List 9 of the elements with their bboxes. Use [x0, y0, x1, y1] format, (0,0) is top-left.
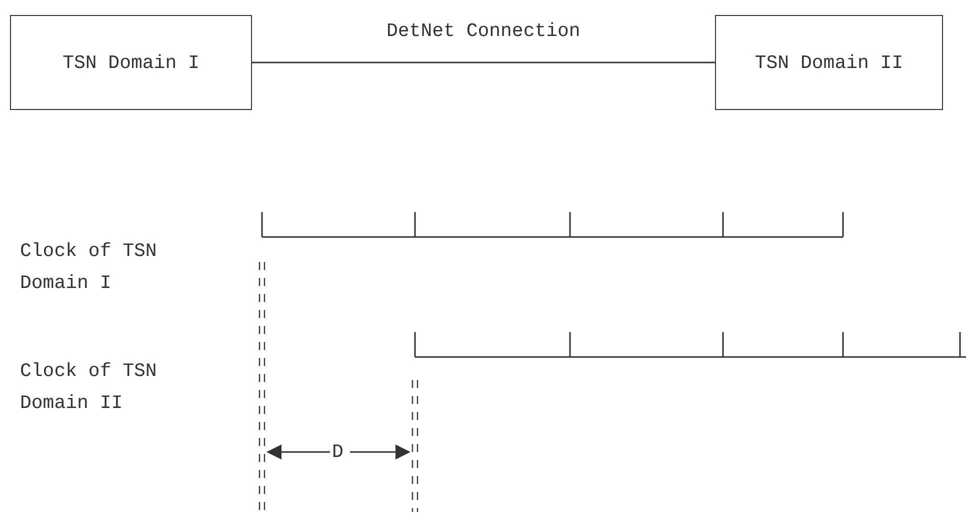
clock-label: Clock of TSN Domain I [20, 239, 158, 296]
edge-label: DetNet Connection [386, 18, 580, 44]
domain-box [10, 15, 252, 110]
domain-box [715, 15, 943, 110]
box-label: TSN Domain I [62, 52, 200, 74]
dimension-label: D [332, 440, 344, 465]
connector-line [252, 62, 715, 64]
box-label: TSN Domain II [754, 52, 904, 74]
clock-label: Clock of TSN Domain II [20, 359, 158, 416]
